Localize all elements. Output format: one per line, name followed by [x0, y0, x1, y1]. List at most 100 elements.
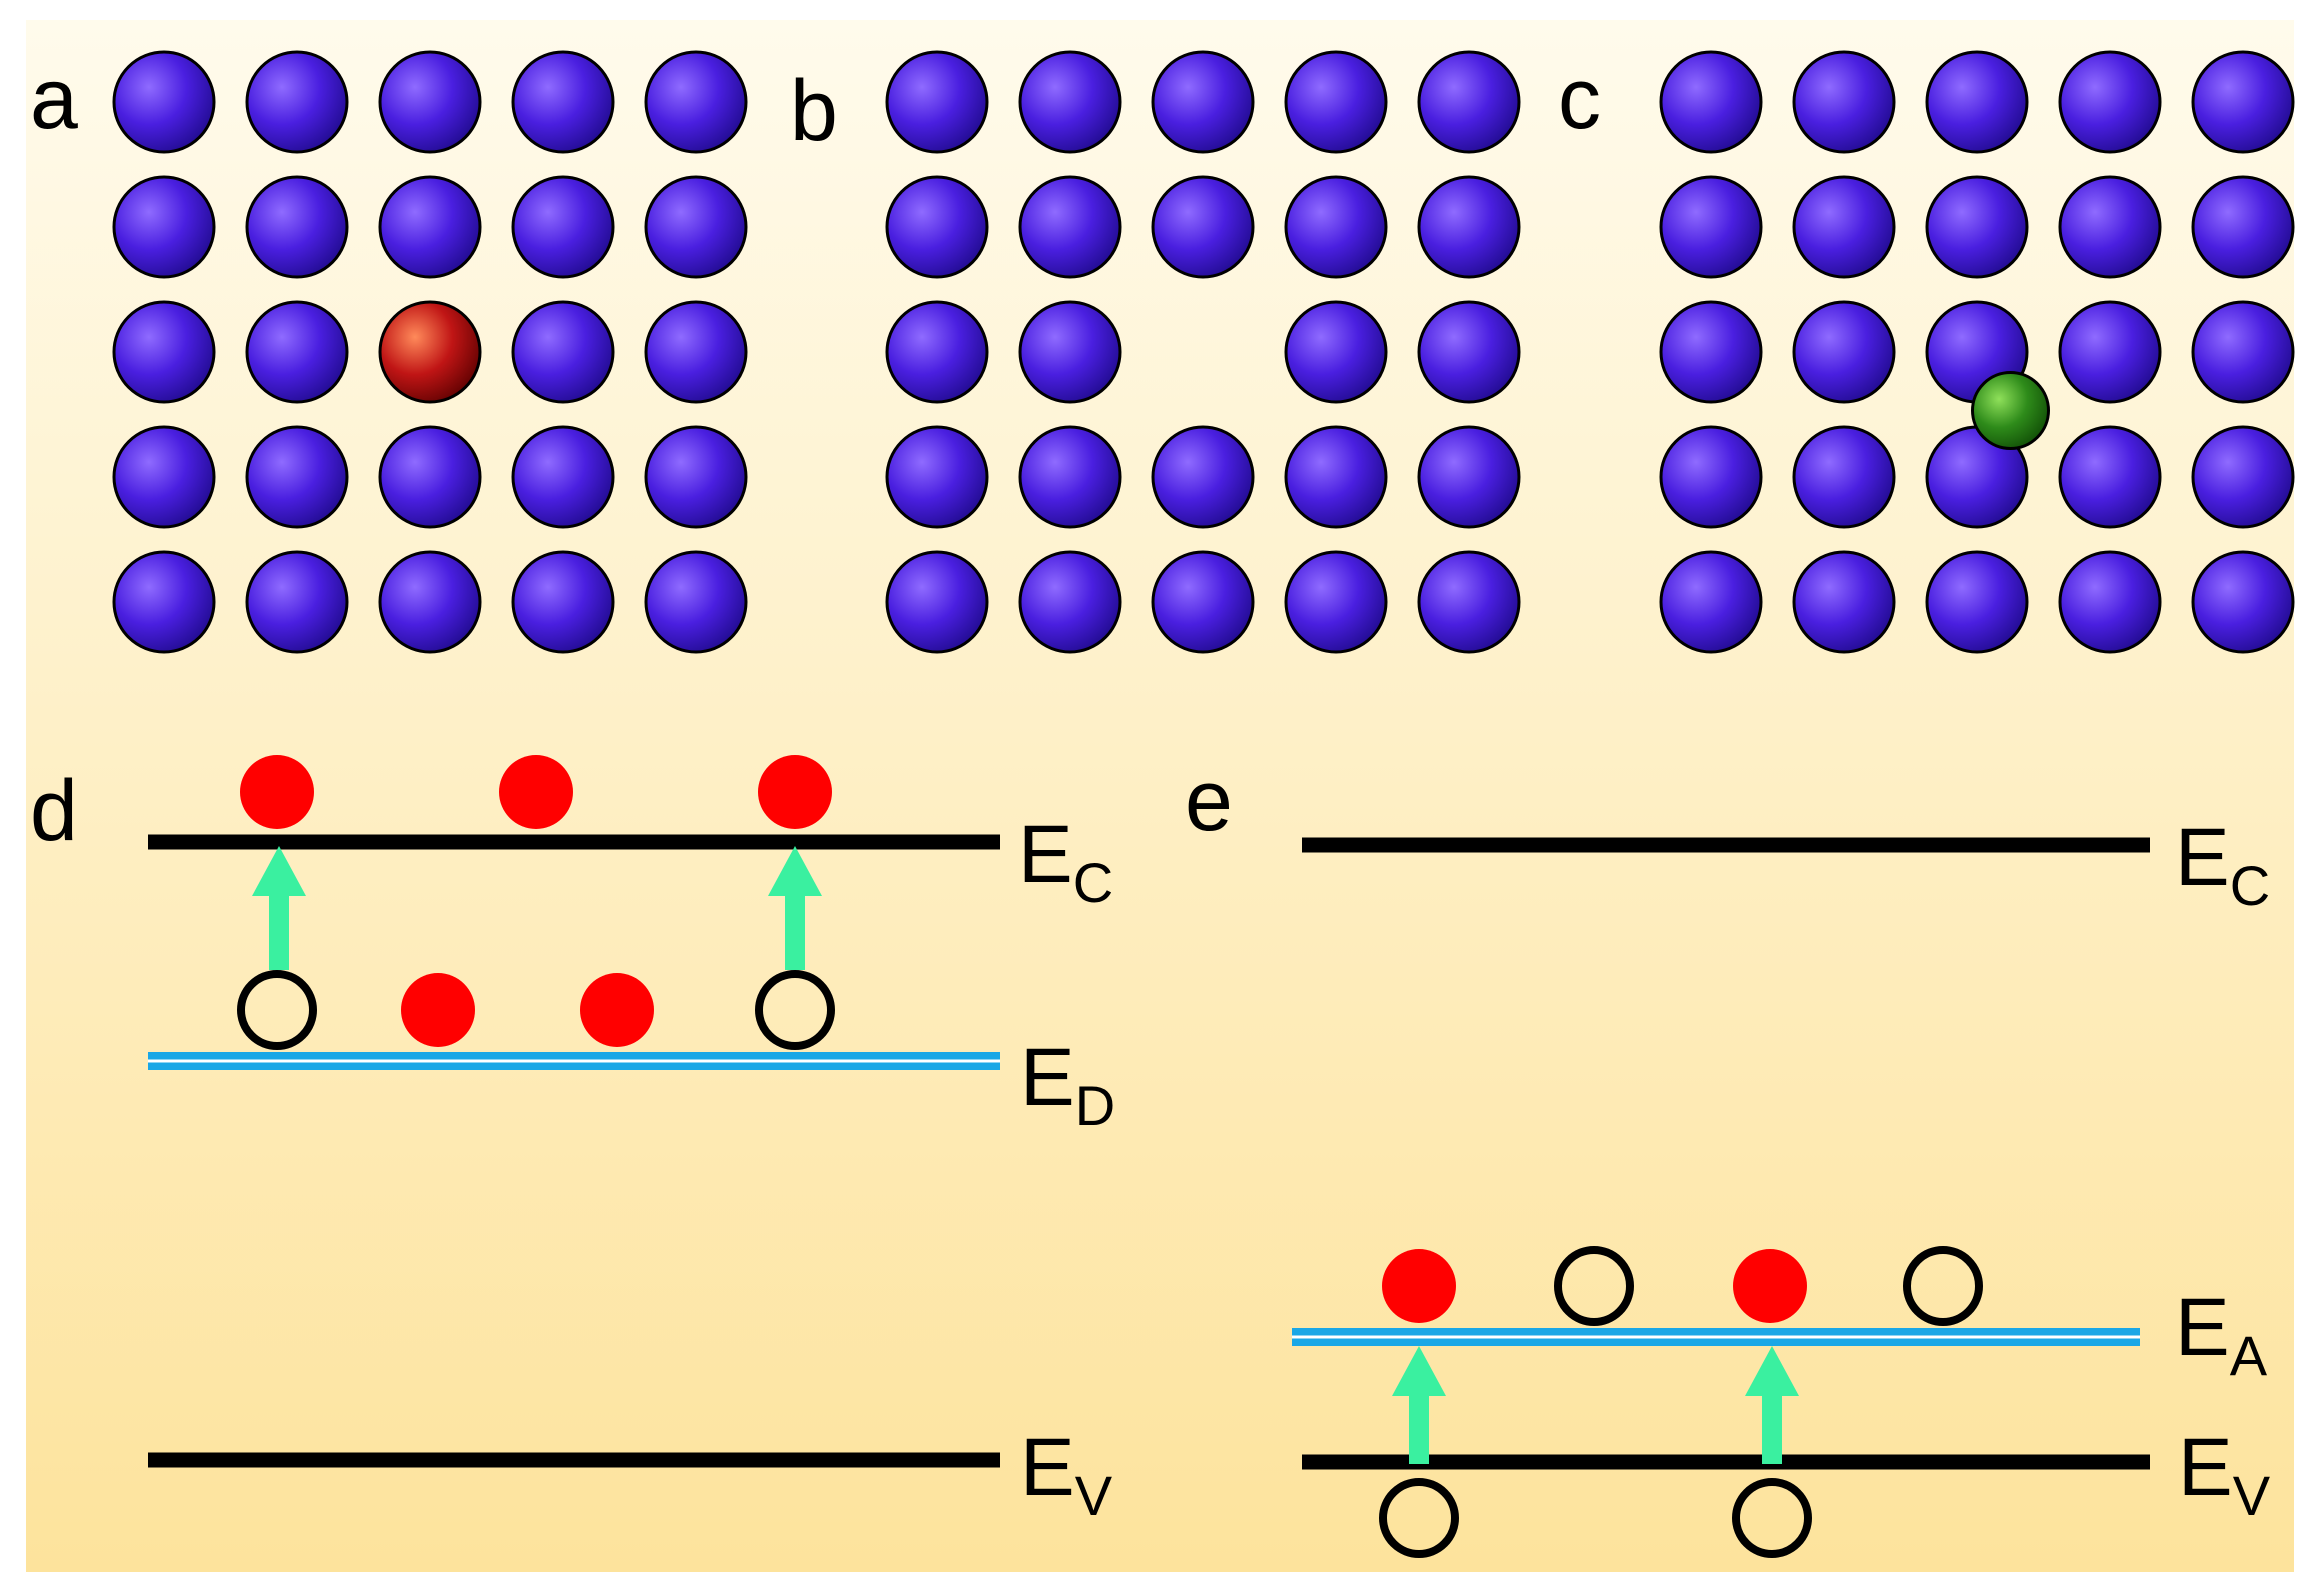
- host-atom: [511, 175, 615, 279]
- host-atom: [885, 175, 989, 279]
- host-atom: [1417, 50, 1521, 154]
- host-atom: [644, 50, 748, 154]
- level-label-ed: ED: [1020, 1032, 1115, 1137]
- host-atom: [1284, 175, 1388, 279]
- host-atom: [2058, 425, 2162, 529]
- lattice-substitutional: [112, 50, 748, 654]
- host-atom: [1151, 50, 1255, 154]
- host-atom: [1792, 425, 1896, 529]
- host-atom: [112, 175, 216, 279]
- band-diagram-donor: EC ED EV: [148, 755, 1115, 1527]
- host-atom: [112, 425, 216, 529]
- host-atom: [1284, 50, 1388, 154]
- host-atom: [2058, 550, 2162, 654]
- host-atom: [245, 300, 349, 404]
- host-atom: [2191, 50, 2295, 154]
- host-atom: [2191, 550, 2295, 654]
- host-atom: [1659, 50, 1763, 154]
- host-atom: [644, 175, 748, 279]
- band-diagram-acceptor: EC EA EV: [1292, 812, 2271, 1558]
- host-atom: [1151, 425, 1255, 529]
- host-atom: [511, 50, 615, 154]
- host-atom: [1417, 550, 1521, 654]
- electron: [240, 755, 314, 829]
- host-atom: [2058, 300, 2162, 404]
- electron: [1733, 1249, 1807, 1323]
- host-atom: [2191, 300, 2295, 404]
- host-atom: [885, 300, 989, 404]
- host-atom: [1284, 550, 1388, 654]
- hole: [1732, 1478, 1812, 1558]
- host-atom: [1925, 550, 2029, 654]
- electron: [758, 755, 832, 829]
- host-atom: [112, 300, 216, 404]
- excitation-arrow: [1392, 1346, 1446, 1464]
- host-atom: [1659, 300, 1763, 404]
- host-atom: [2191, 175, 2295, 279]
- interstitial-atom: [1971, 371, 2050, 450]
- panel-label-e: e: [1185, 753, 1233, 849]
- host-atom: [245, 425, 349, 529]
- hole: [237, 970, 317, 1050]
- host-atom: [1018, 50, 1122, 154]
- level-label-ec: EC: [2175, 812, 2270, 917]
- panel-label-c: c: [1558, 51, 1601, 147]
- excitation-arrow: [1745, 1346, 1799, 1464]
- electron: [1382, 1249, 1456, 1323]
- level-label-ec: EC: [1018, 809, 1113, 914]
- host-atom: [112, 550, 216, 654]
- hole: [1903, 1246, 1983, 1326]
- hole: [1554, 1246, 1634, 1326]
- host-atom: [1284, 300, 1388, 404]
- level-label-ea: EA: [2175, 1282, 2268, 1387]
- host-atom: [245, 175, 349, 279]
- host-atom: [112, 50, 216, 154]
- host-atom: [511, 550, 615, 654]
- host-atom: [1659, 550, 1763, 654]
- host-atom: [1792, 50, 1896, 154]
- host-atom: [885, 50, 989, 154]
- host-atom: [885, 550, 989, 654]
- host-atom: [1925, 50, 2029, 154]
- panel-label-a: a: [30, 51, 78, 147]
- host-atom: [1284, 425, 1388, 529]
- host-atom: [2058, 50, 2162, 154]
- host-atom: [885, 425, 989, 529]
- host-atom: [1417, 425, 1521, 529]
- host-atom: [644, 425, 748, 529]
- host-atom: [1417, 300, 1521, 404]
- host-atom: [1018, 550, 1122, 654]
- host-atom: [378, 175, 482, 279]
- host-atom: [1151, 175, 1255, 279]
- host-atom: [378, 550, 482, 654]
- host-atom: [1792, 550, 1896, 654]
- host-atom: [2191, 425, 2295, 529]
- host-atom: [1018, 300, 1122, 404]
- host-atom: [511, 300, 615, 404]
- host-atom: [1151, 550, 1255, 654]
- substitutional-atom: [378, 300, 482, 404]
- host-atom: [1417, 175, 1521, 279]
- panel-label-d: d: [30, 763, 78, 859]
- host-atom: [1792, 300, 1896, 404]
- host-atom: [378, 425, 482, 529]
- electron: [499, 755, 573, 829]
- level-label-ev: EV: [2178, 1422, 2271, 1527]
- host-atom: [245, 50, 349, 154]
- host-atom: [644, 300, 748, 404]
- electron: [580, 973, 654, 1047]
- host-atom: [2058, 175, 2162, 279]
- host-atom: [1659, 425, 1763, 529]
- level-label-ev: EV: [1020, 1422, 1113, 1527]
- host-atom: [245, 550, 349, 654]
- lattice-interstitial: [1659, 50, 2295, 654]
- excitation-arrow: [768, 846, 822, 970]
- host-atom: [1018, 175, 1122, 279]
- host-atom: [1792, 175, 1896, 279]
- hole: [755, 970, 835, 1050]
- excitation-arrow: [252, 846, 306, 970]
- panel-label-b: b: [790, 63, 838, 159]
- host-atom: [644, 550, 748, 654]
- hole: [1379, 1478, 1459, 1558]
